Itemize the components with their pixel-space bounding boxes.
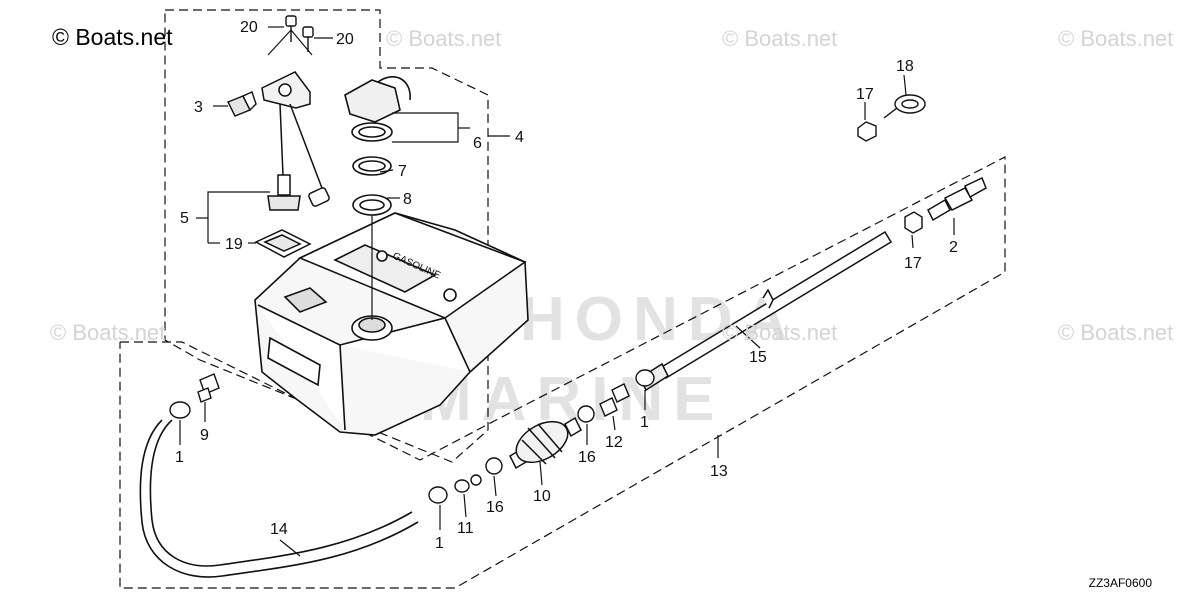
callout-6: 6 <box>473 135 482 152</box>
callout-2: 2 <box>949 239 958 256</box>
callout-12: 12 <box>605 434 623 451</box>
fuel-gauge-assembly <box>254 71 330 258</box>
right-small-parts <box>857 94 926 234</box>
callout-1: 1 <box>175 449 184 466</box>
callout-5: 5 <box>180 210 189 227</box>
callout-18: 18 <box>896 58 914 75</box>
callout-8: 8 <box>403 191 412 208</box>
breather-screw <box>227 91 257 117</box>
hose-group-outline <box>119 156 1006 589</box>
watermark: © Boats.net <box>386 26 502 51</box>
callout-20: 20 <box>240 19 258 36</box>
diagram-code: ZZ3AF0600 <box>1088 576 1152 590</box>
callout-10: 10 <box>533 488 551 505</box>
primer-bulb <box>509 416 582 470</box>
callout-4: 4 <box>515 129 524 146</box>
leader-lines <box>179 26 955 557</box>
clamps-and-fittings <box>169 369 655 504</box>
callout-7: 7 <box>398 163 407 180</box>
watermark: © Boats.net <box>722 320 838 345</box>
callout-labels: 20 20 3 4 6 7 8 5 19 17 18 17 2 15 1 12 … <box>175 19 958 552</box>
watermark: © Boats.net <box>50 320 166 345</box>
fuel-hose <box>139 419 419 578</box>
callout-16: 16 <box>486 499 504 516</box>
callout-14: 14 <box>270 521 288 538</box>
callout-16: 16 <box>578 449 596 466</box>
tank-connector <box>927 176 987 222</box>
watermark: © Boats.net <box>1058 26 1174 51</box>
watermark: © Boats.net <box>1058 320 1174 345</box>
callout-1: 1 <box>435 535 444 552</box>
callout-9: 9 <box>200 427 209 444</box>
filler-cap-parts <box>344 76 411 216</box>
fuel-tank: GASOLINE <box>254 212 529 436</box>
screws <box>285 15 314 52</box>
callout-11: 11 <box>457 520 474 537</box>
callout-20: 20 <box>336 31 354 48</box>
callout-3: 3 <box>194 99 203 116</box>
callout-19: 19 <box>225 236 243 253</box>
callout-17: 17 <box>904 255 922 272</box>
callout-15: 15 <box>749 349 767 366</box>
callout-13: 13 <box>710 463 728 480</box>
watermark: © Boats.net <box>722 26 838 51</box>
callout-17: 17 <box>856 86 874 103</box>
copyright-notice: © Boats.net <box>52 24 173 50</box>
callout-1: 1 <box>640 414 649 431</box>
